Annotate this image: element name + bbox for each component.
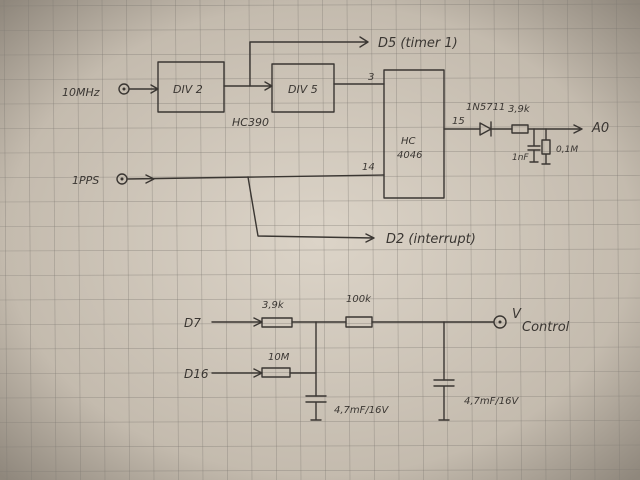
grid-line-horizontal	[0, 395, 640, 399]
grid-line-horizontal	[0, 28, 640, 31]
grid-line-horizontal	[0, 3, 640, 7]
grid-line-vertical	[101, 0, 106, 480]
grid-line-vertical	[346, 0, 351, 480]
grid-line-horizontal	[0, 248, 640, 252]
div2-label: DIV 2	[173, 83, 203, 96]
grid-line-horizontal	[0, 444, 640, 448]
grid-line-vertical	[297, 0, 302, 480]
clk-input-label: 10MHz	[62, 86, 100, 99]
grid-line-horizontal	[0, 346, 640, 350]
grid-line-vertical	[199, 0, 204, 480]
div5-block	[271, 63, 335, 113]
grid-line-vertical	[567, 0, 571, 480]
grid-line-horizontal	[0, 101, 640, 105]
pps-to-4046-wire	[126, 174, 385, 184]
r-01m-label: 0,1M	[556, 145, 578, 155]
grid-line-vertical	[591, 0, 596, 480]
d7-input-label: D7	[184, 316, 201, 330]
cap-right-label: 4,7mF/16V	[464, 396, 519, 407]
grid-line-horizontal	[0, 77, 640, 80]
grid-line-vertical	[420, 0, 424, 480]
vcontrol-label: Control	[522, 320, 570, 335]
grid-line-vertical	[175, 0, 179, 480]
grid-line-vertical	[273, 0, 277, 480]
grid-line-vertical	[322, 0, 326, 480]
div2-block	[157, 61, 225, 113]
grid-line-horizontal	[0, 371, 640, 374]
grid-line-vertical	[224, 0, 228, 480]
hc390-label: HC390	[232, 116, 269, 129]
grid-line-vertical	[518, 0, 522, 480]
grid-line-vertical	[28, 0, 32, 480]
grid-line-vertical	[469, 0, 473, 480]
hc4046-label-line1: HC	[401, 136, 416, 147]
hc4046-block	[383, 69, 445, 199]
vcontrol-connector	[493, 315, 507, 329]
grid-line-vertical	[395, 0, 400, 480]
grid-line-vertical	[493, 0, 498, 480]
grid-line-horizontal	[0, 273, 640, 276]
grid-line-vertical	[542, 0, 547, 480]
pin3-label: 3	[368, 72, 374, 83]
grid-line-horizontal	[0, 420, 640, 423]
r-100k-label: 100k	[346, 294, 372, 305]
cap-right-symbol	[433, 379, 455, 421]
grid-line-vertical	[77, 0, 81, 480]
cap-1nf-label: 1nF	[512, 153, 529, 163]
pin15-label: 15	[452, 116, 465, 127]
grid-line-horizontal	[0, 322, 640, 325]
ao-output-wire	[527, 124, 583, 134]
grid-line-vertical	[3, 0, 8, 480]
grid-line-vertical	[371, 0, 375, 480]
grid-line-vertical	[444, 0, 449, 480]
r-01m-symbol	[541, 128, 551, 165]
diode-label: 1N5711	[466, 102, 505, 113]
ao-output-label: A0	[591, 121, 609, 136]
grid-line-horizontal	[0, 224, 640, 227]
grid-line-horizontal	[0, 126, 640, 129]
cap-left-symbol	[305, 395, 327, 421]
d16-input-label: D16	[184, 367, 209, 381]
pps-input-label: 1PPS	[72, 174, 99, 187]
grid-line-horizontal	[0, 469, 640, 472]
hc4046-label-line2: 4046	[397, 150, 422, 161]
pin14-label: 14	[362, 162, 375, 173]
cap-1nf-symbol	[527, 128, 541, 163]
vcontrol-v: V	[512, 307, 522, 322]
div5-label: DIV 5	[288, 83, 318, 96]
grid-line-horizontal	[0, 297, 640, 301]
r-10m-label: 10M	[268, 352, 290, 363]
r-3k9-bot-label: 3,9k	[262, 300, 285, 311]
grid-line-vertical	[52, 0, 57, 480]
grid-line-vertical	[126, 0, 130, 480]
r-3k9-top-label: 3,9k	[508, 104, 531, 115]
grid-line-horizontal	[0, 52, 640, 56]
grid-line-vertical	[616, 0, 620, 480]
grid-line-horizontal	[0, 199, 640, 203]
d2-output-label: D2 (interrupt)	[386, 232, 476, 247]
d2-branch-wire	[247, 176, 375, 243]
d5-branch-wire	[249, 36, 369, 87]
grid-line-vertical	[150, 0, 155, 480]
d5-output-label: D5 (timer 1)	[378, 36, 458, 51]
cap-left-label: 4,7mF/16V	[334, 405, 389, 416]
